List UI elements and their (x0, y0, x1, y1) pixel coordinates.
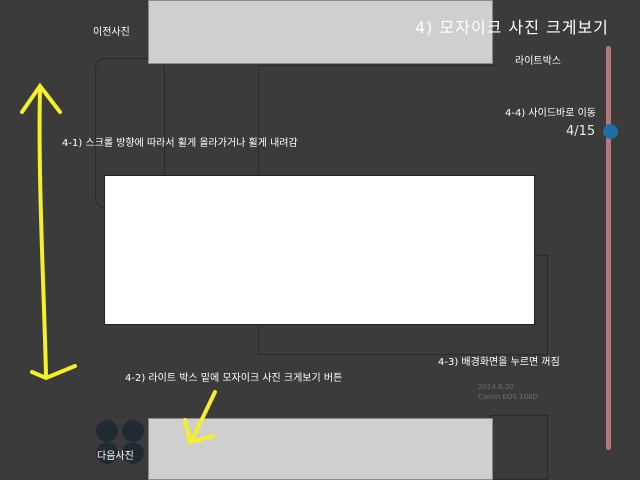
button-arrow-shaft (190, 390, 217, 442)
scroll-arrow-shaft (37, 88, 48, 377)
page-title: 4) 모자이크 사진 크게보기 (415, 18, 609, 37)
scroll-arrow-head-down (30, 364, 77, 381)
lightbox-label[interactable]: 라이트박스 (515, 56, 561, 67)
sidebar-scrollbar[interactable] (606, 46, 611, 450)
background-photo-camera: Canon EOS 100D (478, 393, 538, 401)
annotation-sidebar: 4-4) 사이드바로 이동 (505, 108, 596, 119)
annotation-button: 4-2) 라이트 박스 밑에 모자이크 사진 크게보기 버튼 (125, 373, 343, 384)
next-photo-label[interactable]: 다음사진 (97, 451, 134, 462)
scroll-arrow-head-up (20, 82, 62, 114)
mosaic-photo-viewer[interactable] (104, 175, 535, 325)
annotation-scroll: 4-1) 스크롤 방향에 따라서 휠게 올라가거나 휠게 내려감 (62, 138, 298, 149)
background-photo-date: 2014.8.20 (478, 383, 514, 391)
background-divider (258, 65, 498, 66)
scrollbar-thumb[interactable] (603, 124, 618, 139)
button-arrow-head (183, 418, 215, 445)
photo-counter: 4/15 (566, 124, 596, 139)
previous-photo-panel[interactable] (148, 0, 493, 64)
annotation-background: 4-3) 배경화면을 누르면 꺼짐 (438, 357, 560, 368)
previous-photo-label[interactable]: 이전사진 (93, 27, 130, 38)
